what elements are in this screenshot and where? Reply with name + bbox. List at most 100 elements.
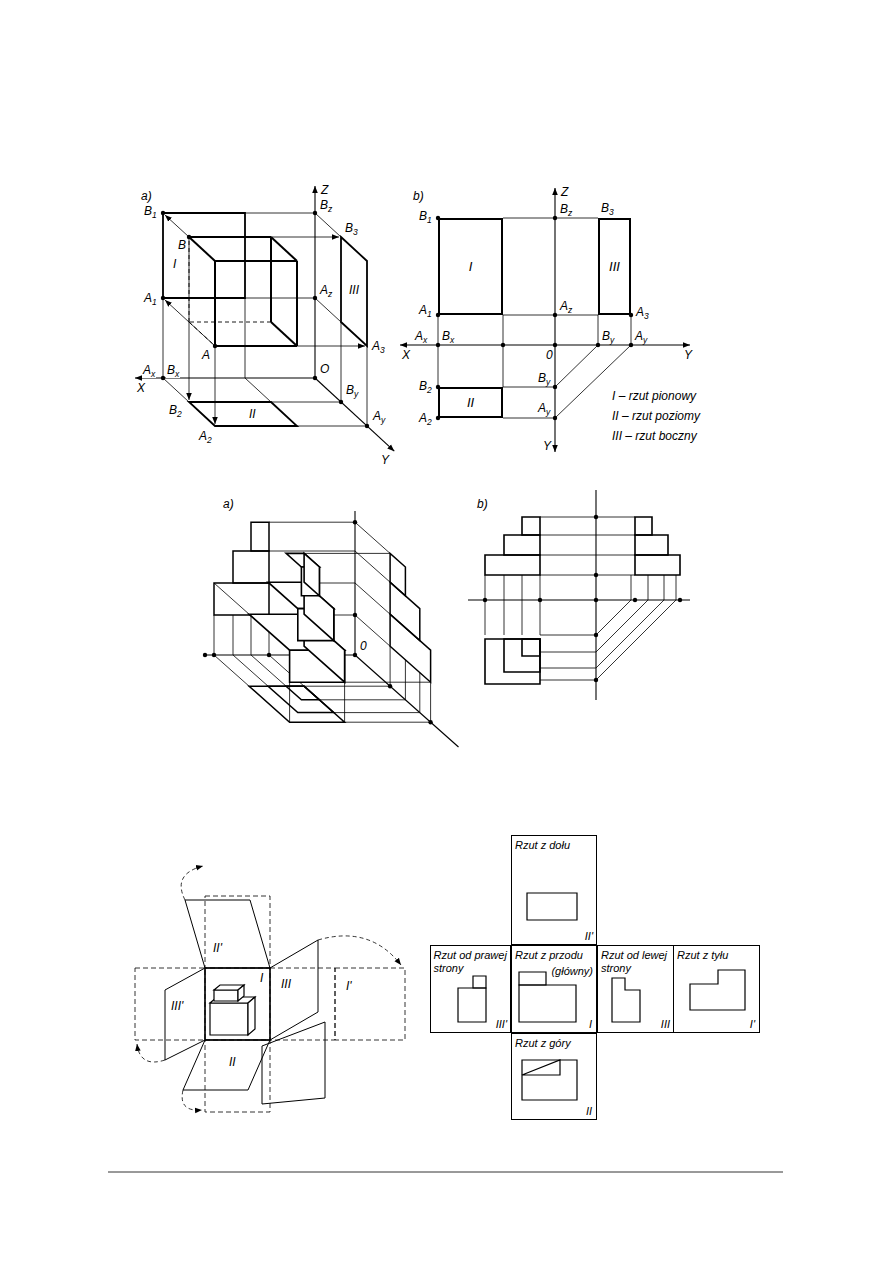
point-dot <box>313 296 317 300</box>
figure-label: 0 <box>359 640 368 653</box>
point-label: Bx <box>441 330 455 344</box>
axis-z <box>354 511 355 655</box>
projection-ray <box>215 346 365 347</box>
point-dot <box>213 344 217 348</box>
construction-line <box>315 213 341 237</box>
point-dot <box>594 515 598 519</box>
figure-label: Z <box>320 184 329 197</box>
figure-label: I' <box>345 980 353 993</box>
figure-label: a) <box>140 190 153 203</box>
view-numeral: II <box>586 1105 592 1118</box>
label-index: x <box>450 335 454 345</box>
fold-arrow <box>137 1044 165 1062</box>
figure-label: I <box>172 258 177 271</box>
point-label: B3 <box>344 222 359 236</box>
projection-ray <box>215 346 216 424</box>
box-edge <box>271 237 297 261</box>
figure-label: A <box>201 349 211 362</box>
view-outline <box>522 1060 577 1100</box>
projection-numeral: II <box>467 395 474 410</box>
figure-label: Y <box>683 349 693 362</box>
label-letter: B <box>602 329 610 343</box>
point-dot <box>365 424 369 428</box>
construction-line <box>345 682 431 722</box>
projection-ray <box>165 215 189 237</box>
object-face <box>214 990 238 1001</box>
construction-line <box>345 682 431 683</box>
figure-label: Z <box>560 186 569 199</box>
figure-label: b) <box>476 498 489 511</box>
view-numeral: I <box>589 1018 592 1031</box>
figure-label: B <box>177 239 187 252</box>
point-label: Az <box>319 284 333 298</box>
construction-line <box>540 575 631 635</box>
projection-numeral: III <box>609 259 620 274</box>
construction-line <box>367 346 368 426</box>
construction-line <box>555 345 631 418</box>
point-dot <box>353 613 357 617</box>
view-outline <box>522 1060 560 1075</box>
label-index: 1 <box>152 297 157 307</box>
side-view-outline <box>390 614 431 682</box>
label-letter: B <box>144 204 152 218</box>
figure-label: X <box>401 349 411 362</box>
view-panel: Rzut z góryII <box>511 1033 597 1120</box>
axis-y <box>555 344 690 345</box>
view-numeral: I' <box>750 1018 755 1031</box>
axis-y <box>554 345 555 452</box>
construction-line <box>297 426 367 427</box>
construction-line <box>271 402 341 403</box>
construction-line <box>341 322 342 402</box>
axis-y <box>315 378 394 451</box>
construction-line <box>540 535 635 536</box>
unfolded-plane <box>205 1040 270 1112</box>
front-plane <box>205 968 270 1040</box>
figure-label: Y <box>380 454 390 467</box>
point-label: B1 <box>418 210 433 224</box>
front-view-outline <box>522 517 540 535</box>
projection-ray <box>165 300 215 346</box>
construction-line <box>540 575 676 680</box>
point-dot <box>483 598 487 602</box>
figure-label: II <box>248 408 257 421</box>
top-view-outline <box>268 686 334 712</box>
figure-label: II' <box>212 942 223 955</box>
label-letter: B <box>442 329 450 343</box>
axis-z <box>554 188 555 345</box>
point-dot <box>339 400 343 404</box>
point-label: B1 <box>143 205 158 219</box>
point-label: Ay <box>537 402 551 416</box>
label-index: 2 <box>177 409 182 419</box>
construction-line <box>214 583 249 614</box>
figure-label: III <box>280 978 292 991</box>
label-letter: A <box>144 291 152 305</box>
point-dot <box>161 376 165 380</box>
view-heading: Rzut z dołu <box>515 839 593 852</box>
label-letter: B <box>169 403 177 417</box>
side-view-outline <box>635 535 668 555</box>
construction-line <box>522 575 523 635</box>
construction-line <box>503 418 555 419</box>
label-letter: A <box>636 305 644 319</box>
construction-line <box>540 555 635 556</box>
fold-arrow <box>318 936 401 965</box>
top-view-outline <box>249 686 345 722</box>
rotating-plane <box>165 968 205 1060</box>
point-label: Ax <box>414 330 428 344</box>
figure-label: I – rzut pionowy <box>611 390 697 403</box>
label-index: 1 <box>427 215 432 225</box>
figure-label: X <box>136 382 146 395</box>
point-label: Ay <box>372 410 386 424</box>
construction-line <box>503 218 598 219</box>
label-index: 3 <box>644 311 649 321</box>
view-heading: Rzut z tyłu <box>677 949 755 962</box>
view-outline <box>527 893 577 920</box>
construction-line <box>485 575 486 635</box>
point-dot <box>501 343 505 347</box>
point-label: Bz <box>319 199 333 213</box>
figure-label: III <box>348 284 360 297</box>
